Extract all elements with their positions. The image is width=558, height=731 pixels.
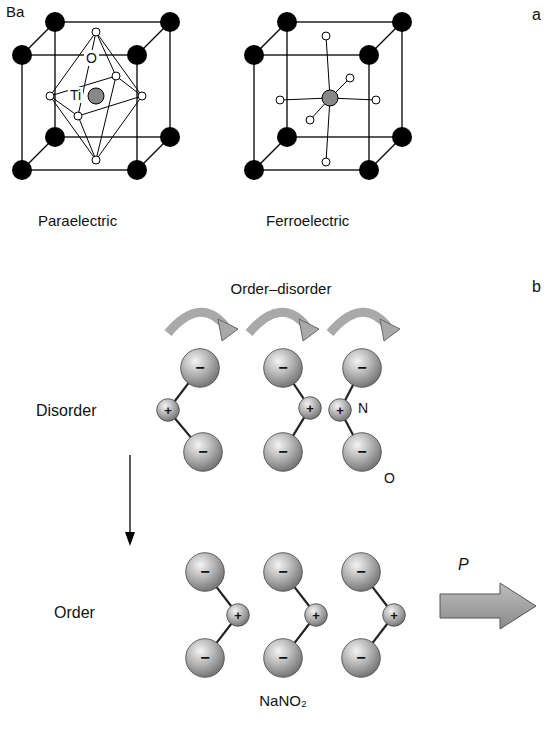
- oxygen-sphere: −: [341, 552, 381, 592]
- state-label: Order: [54, 604, 95, 622]
- chemical-bond: [175, 418, 191, 437]
- nitrogen-sphere: +: [156, 398, 180, 422]
- paraelectric-cell: [22, 22, 170, 170]
- vector-label: P: [458, 556, 469, 574]
- charge-sign: −: [263, 552, 303, 592]
- atom-label: Ba: [6, 3, 24, 20]
- atom-label: N: [358, 400, 368, 416]
- charge-sign: −: [342, 348, 382, 388]
- charge-sign: −: [263, 638, 303, 678]
- charge-sign: −: [341, 552, 381, 592]
- charge-sign: −: [263, 432, 303, 472]
- oxygen-sphere: −: [183, 432, 223, 472]
- atom-label: O: [384, 470, 395, 486]
- charge-sign: +: [226, 603, 250, 627]
- charge-sign: +: [156, 398, 180, 422]
- nitrogen-sphere: +: [328, 398, 352, 422]
- ferroelectric-cell: [254, 22, 402, 170]
- chemical-bond: [294, 384, 304, 399]
- oxygen-atoms: [46, 28, 146, 164]
- oxygen-sphere: −: [342, 432, 382, 472]
- nitrogen-sphere: +: [226, 603, 250, 627]
- charge-sign: +: [298, 396, 322, 420]
- panel-letter: a: [532, 6, 541, 24]
- charge-sign: −: [263, 348, 303, 388]
- charge-sign: +: [328, 398, 352, 422]
- compound-label: NaNO₂: [259, 692, 307, 709]
- chemical-bond: [345, 385, 353, 400]
- barium-atoms: [244, 12, 412, 180]
- oxygen-sphere: −: [180, 348, 220, 388]
- charge-sign: −: [183, 432, 223, 472]
- charge-sign: −: [185, 638, 225, 678]
- titanium-atom: [88, 88, 104, 104]
- atom-label: O: [84, 50, 99, 66]
- nitrogen-sphere: +: [382, 603, 406, 627]
- nitrogen-sphere: +: [304, 603, 328, 627]
- chemical-bond: [295, 624, 310, 643]
- transition-arrow: [125, 455, 135, 546]
- oxygen-sphere: −: [185, 552, 225, 592]
- chemical-bond: [175, 383, 189, 401]
- charge-sign: −: [185, 552, 225, 592]
- state-label: Disorder: [36, 402, 96, 420]
- chemical-bond: [217, 587, 232, 606]
- process-label: Order–disorder: [231, 280, 332, 297]
- charge-sign: −: [342, 432, 382, 472]
- oxygen-sphere: −: [341, 638, 381, 678]
- barium-atoms: [12, 12, 180, 180]
- charge-sign: −: [180, 348, 220, 388]
- chemical-bond: [293, 417, 304, 435]
- rotation-arrows: [168, 312, 400, 341]
- oxygen-sphere: −: [263, 552, 303, 592]
- polarization-arrow: [440, 583, 536, 629]
- charge-sign: +: [304, 603, 328, 627]
- panel-letter: b: [532, 278, 541, 296]
- chemical-bond: [373, 587, 388, 606]
- atom-label: Ti: [68, 87, 83, 103]
- oxygen-sphere: −: [263, 638, 303, 678]
- oxygen-sphere: −: [263, 432, 303, 472]
- phase-label: Paraelectric: [38, 212, 117, 229]
- oxygen-sphere: −: [342, 348, 382, 388]
- oxygen-atoms: [276, 32, 380, 166]
- titanium-atom: [322, 90, 338, 106]
- chemical-bond: [217, 624, 232, 643]
- oxygen-sphere: −: [185, 638, 225, 678]
- phase-label: Ferroelectric: [266, 212, 349, 229]
- chemical-bond: [345, 420, 353, 435]
- chemical-bond: [295, 587, 310, 606]
- chemical-bond: [373, 624, 388, 643]
- charge-sign: −: [341, 638, 381, 678]
- nitrogen-sphere: +: [298, 396, 322, 420]
- oxygen-sphere: −: [263, 348, 303, 388]
- charge-sign: +: [382, 603, 406, 627]
